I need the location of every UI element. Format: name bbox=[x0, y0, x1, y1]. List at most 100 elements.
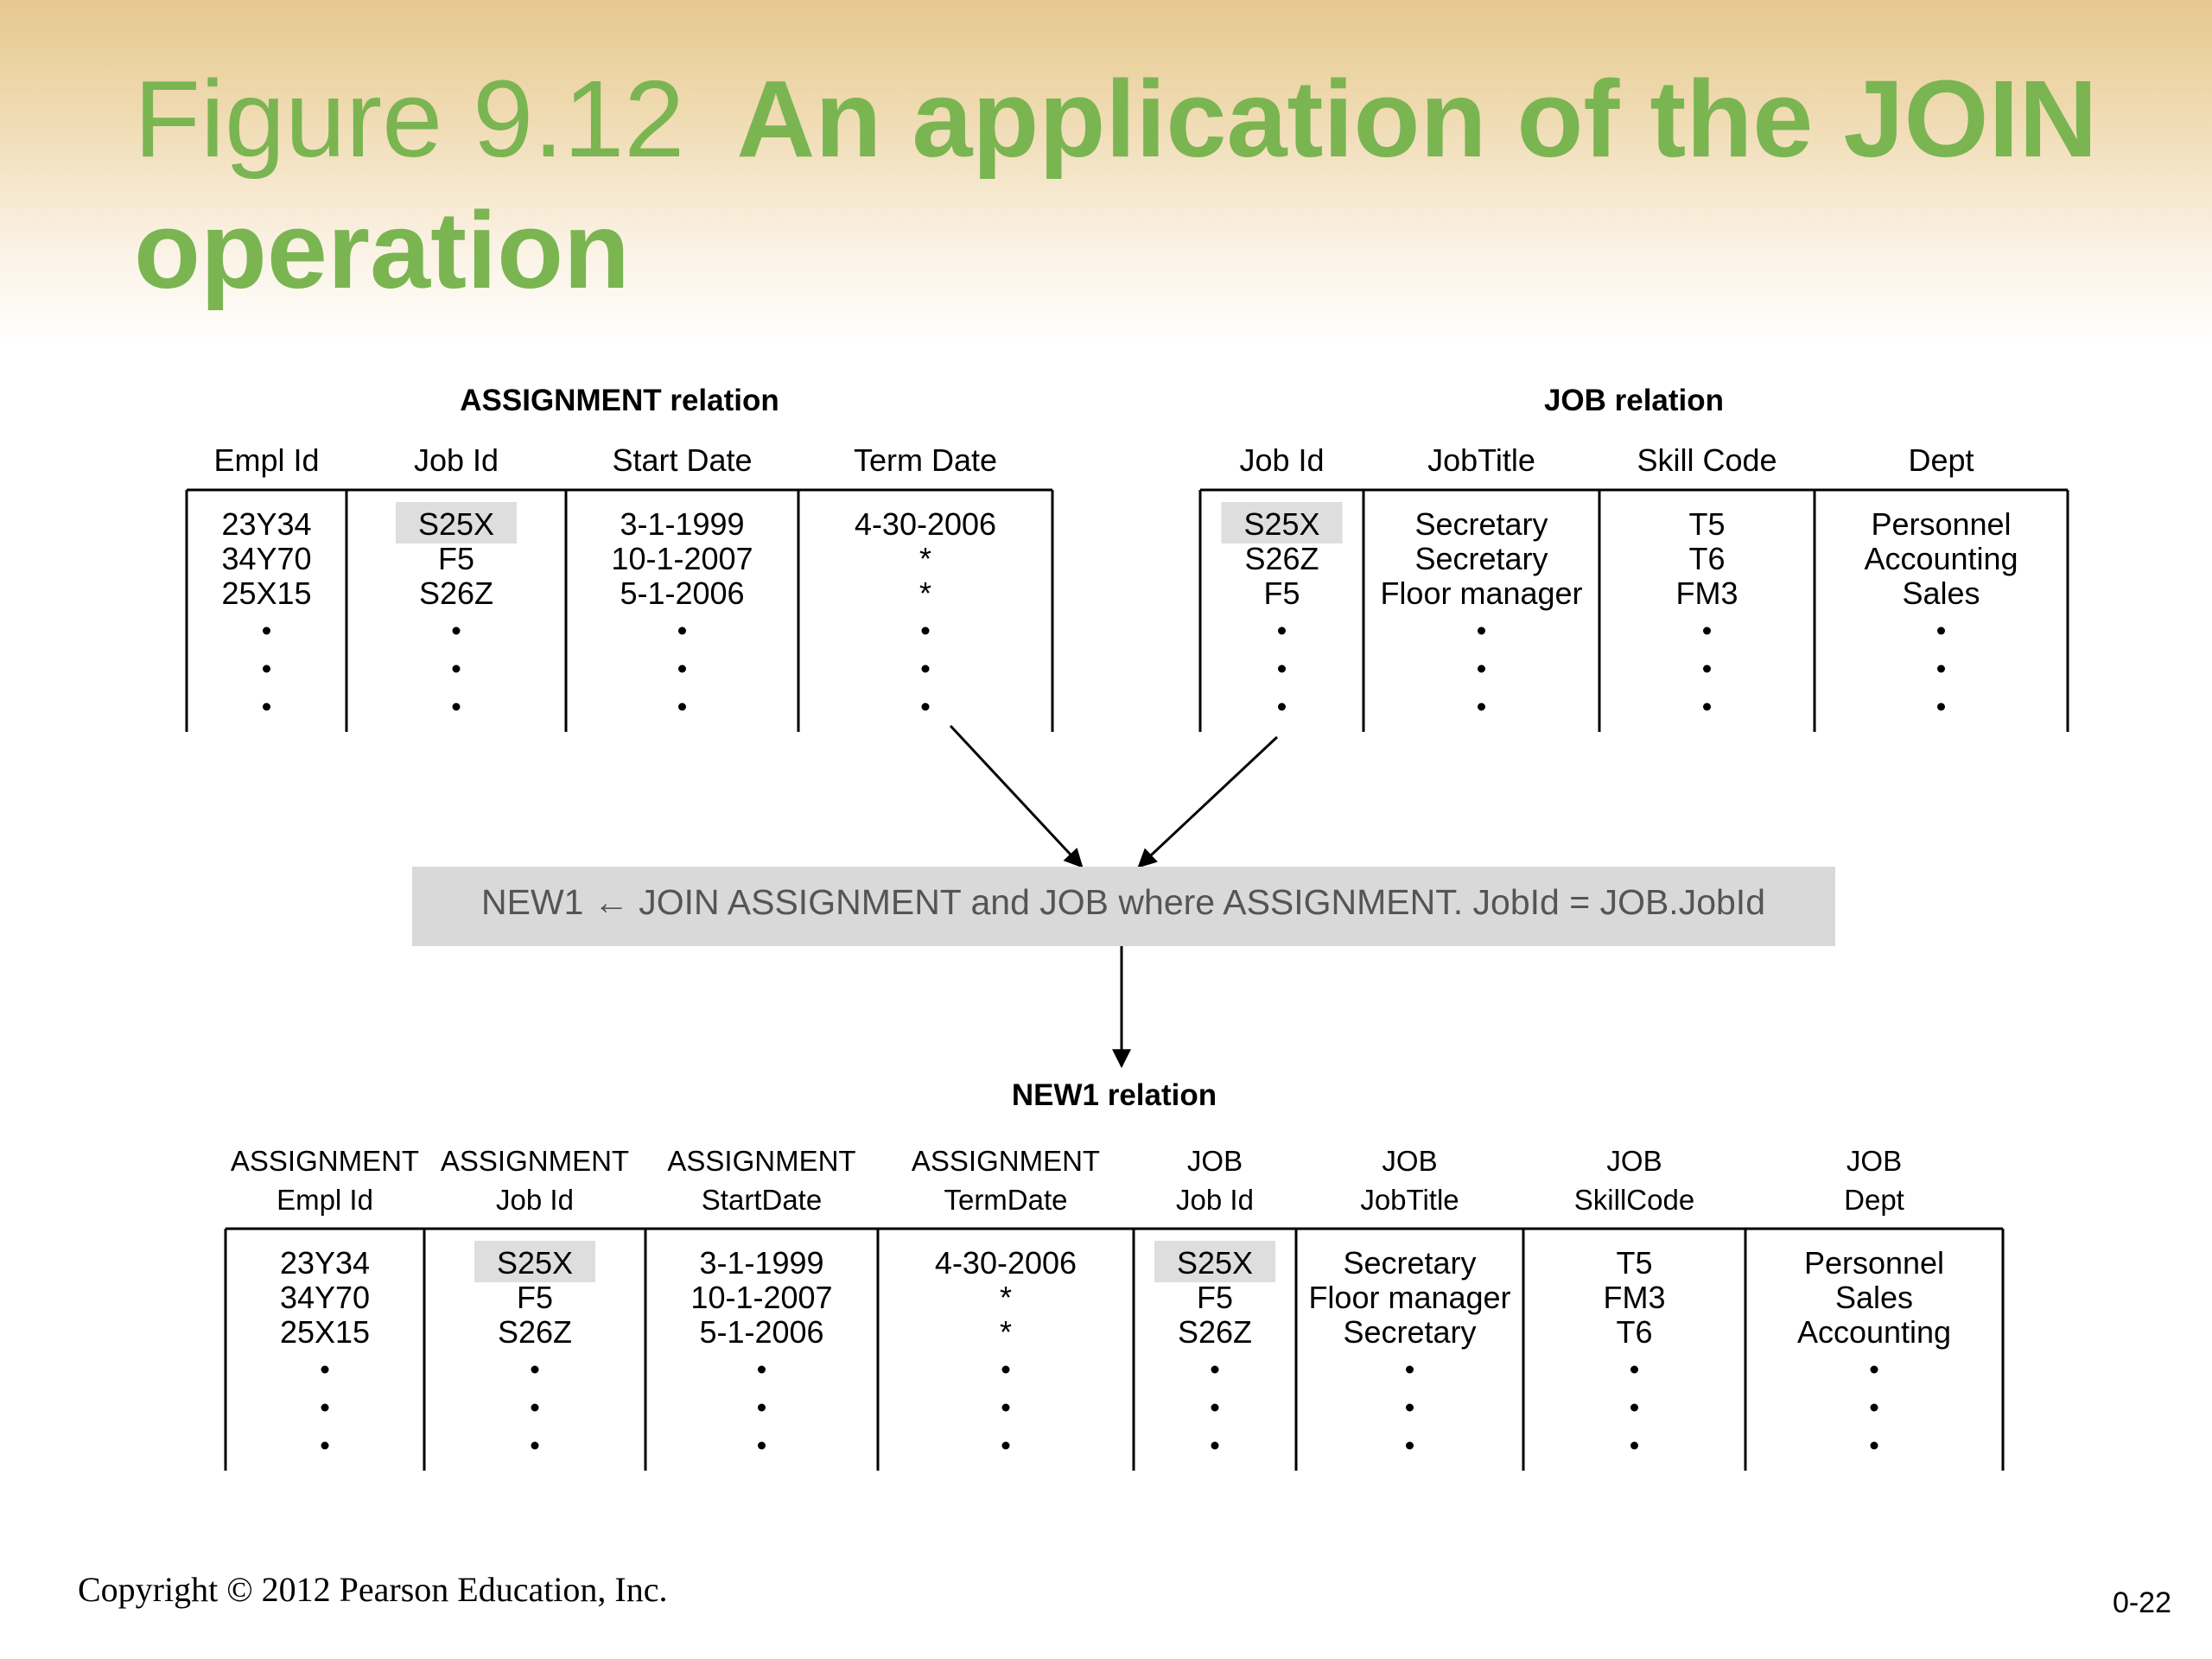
arrow-from-job bbox=[1137, 735, 1279, 868]
assignment-cell: * bbox=[919, 575, 931, 611]
new1-column-header: Job Id bbox=[1176, 1184, 1254, 1216]
new1-continuation-dot bbox=[531, 1441, 539, 1450]
new1-continuation-dot bbox=[758, 1365, 766, 1374]
new1-cell: Floor manager bbox=[1308, 1280, 1510, 1315]
new1-cell: F5 bbox=[517, 1280, 553, 1315]
new1-column-header: StartDate bbox=[702, 1184, 822, 1216]
new1-column-header: TermDate bbox=[944, 1184, 1067, 1216]
join-operation: NEW1 ← JOIN ASSIGNMENT and JOB where ASS… bbox=[412, 724, 1835, 1069]
new1-cell: Secretary bbox=[1343, 1314, 1476, 1350]
new1-column-header: SkillCode bbox=[1574, 1184, 1694, 1216]
job-continuation-dot bbox=[1478, 664, 1485, 673]
new1-cell: * bbox=[1000, 1280, 1012, 1315]
header-band bbox=[0, 0, 2212, 346]
new1-cell: S25X bbox=[1177, 1245, 1253, 1281]
assignment-continuation-dot bbox=[921, 702, 930, 711]
job-continuation-dot bbox=[1937, 626, 1945, 635]
new1-cell: F5 bbox=[1197, 1280, 1233, 1315]
assignment-column-header: Term Date bbox=[854, 442, 997, 478]
new1-continuation-dot bbox=[1406, 1365, 1414, 1374]
job-column-header: Dept bbox=[1908, 442, 1974, 478]
new1-continuation-dot bbox=[321, 1441, 329, 1450]
job-cell: Secretary bbox=[1414, 506, 1548, 542]
new1-continuation-dot bbox=[1630, 1441, 1638, 1450]
new1-column-header: ASSIGNMENT bbox=[441, 1145, 629, 1177]
assignment-continuation-dot bbox=[263, 664, 270, 673]
assignment-continuation-dot bbox=[678, 626, 686, 635]
new1-column-header: JOB bbox=[1187, 1145, 1243, 1177]
assignment-cell: 23Y34 bbox=[221, 506, 311, 542]
new1-column-header: JobTitle bbox=[1360, 1184, 1459, 1216]
new1-continuation-dot bbox=[1001, 1403, 1010, 1412]
job-column-header: Job Id bbox=[1239, 442, 1324, 478]
new1-column-header: JOB bbox=[1382, 1145, 1437, 1177]
job-cell: F5 bbox=[1263, 575, 1300, 611]
new1-continuation-dot bbox=[321, 1403, 329, 1412]
new1-cell: Accounting bbox=[1797, 1314, 1951, 1350]
new1-column-header: JOB bbox=[1847, 1145, 1902, 1177]
assignment-cell: 25X15 bbox=[221, 575, 311, 611]
job-cell: S26Z bbox=[1244, 541, 1319, 576]
assignment-column-header: Job Id bbox=[414, 442, 499, 478]
job-join-key-highlight bbox=[1221, 502, 1343, 543]
new1-continuation-dot bbox=[531, 1365, 539, 1374]
assignment-cell: 3-1-1999 bbox=[620, 506, 744, 542]
assignment-cell: 5-1-2006 bbox=[620, 575, 744, 611]
new1-cell: T5 bbox=[1616, 1245, 1652, 1281]
new1-continuation-dot bbox=[1211, 1403, 1219, 1412]
new1-join-key-highlight bbox=[474, 1241, 595, 1282]
job-cell: Accounting bbox=[1864, 541, 2018, 576]
job-column-header: JobTitle bbox=[1427, 442, 1535, 478]
assignment-cell: F5 bbox=[438, 541, 474, 576]
new1-cell: FM3 bbox=[1604, 1280, 1666, 1315]
job-continuation-dot bbox=[1278, 664, 1286, 673]
assignment-column-header: Start Date bbox=[612, 442, 752, 478]
assignment-cell: * bbox=[919, 541, 931, 576]
job-continuation-dot bbox=[1278, 702, 1286, 711]
title-main: An application of the JOIN operation bbox=[134, 58, 2098, 311]
arrow-from-assignment bbox=[949, 724, 1084, 868]
job-continuation-dot bbox=[1478, 702, 1485, 711]
new1-cell: 4-30-2006 bbox=[935, 1245, 1077, 1281]
new1-continuation-dot bbox=[1870, 1441, 1878, 1450]
new1-cell: S26Z bbox=[1178, 1314, 1252, 1350]
new1-cell: * bbox=[1000, 1314, 1012, 1350]
new1-continuation-dot bbox=[758, 1403, 766, 1412]
job-cell: T6 bbox=[1688, 541, 1725, 576]
assignment-join-key-highlight bbox=[396, 502, 517, 543]
job-cell: S25X bbox=[1243, 506, 1319, 542]
assignment-continuation-dot bbox=[452, 664, 461, 673]
new1-continuation-dot bbox=[1870, 1403, 1878, 1412]
job-cell: T5 bbox=[1688, 506, 1725, 542]
new1-column-header: JOB bbox=[1606, 1145, 1662, 1177]
assignment-continuation-dot bbox=[921, 626, 930, 635]
job-column-header: Skill Code bbox=[1637, 442, 1777, 478]
new1-column-header: ASSIGNMENT bbox=[912, 1145, 1100, 1177]
new1-cell: Secretary bbox=[1343, 1245, 1476, 1281]
assignment-continuation-dot bbox=[921, 664, 930, 673]
new1-continuation-dot bbox=[1211, 1365, 1219, 1374]
assignment-label: ASSIGNMENT relation bbox=[460, 384, 779, 417]
job-cell: Secretary bbox=[1414, 541, 1548, 576]
new1-continuation-dot bbox=[531, 1403, 539, 1412]
new1-cell: 34Y70 bbox=[280, 1280, 370, 1315]
operation-text: NEW1 ← JOIN ASSIGNMENT and JOB where ASS… bbox=[481, 882, 1765, 922]
job-continuation-dot bbox=[1278, 626, 1286, 635]
new1-continuation-dot bbox=[1630, 1403, 1638, 1412]
new1-cell: 25X15 bbox=[280, 1314, 370, 1350]
new1-cell: Personnel bbox=[1804, 1245, 1944, 1281]
assignment-continuation-dot bbox=[678, 664, 686, 673]
job-continuation-dot bbox=[1703, 626, 1711, 635]
new1-column-header: Dept bbox=[1844, 1184, 1904, 1216]
new1-continuation-dot bbox=[1001, 1365, 1010, 1374]
new1-cell: Sales bbox=[1835, 1280, 1913, 1315]
new1-column-header: Empl Id bbox=[276, 1184, 373, 1216]
job-cell: Floor manager bbox=[1380, 575, 1582, 611]
new1-continuation-dot bbox=[1211, 1441, 1219, 1450]
new1-cell: S26Z bbox=[498, 1314, 572, 1350]
